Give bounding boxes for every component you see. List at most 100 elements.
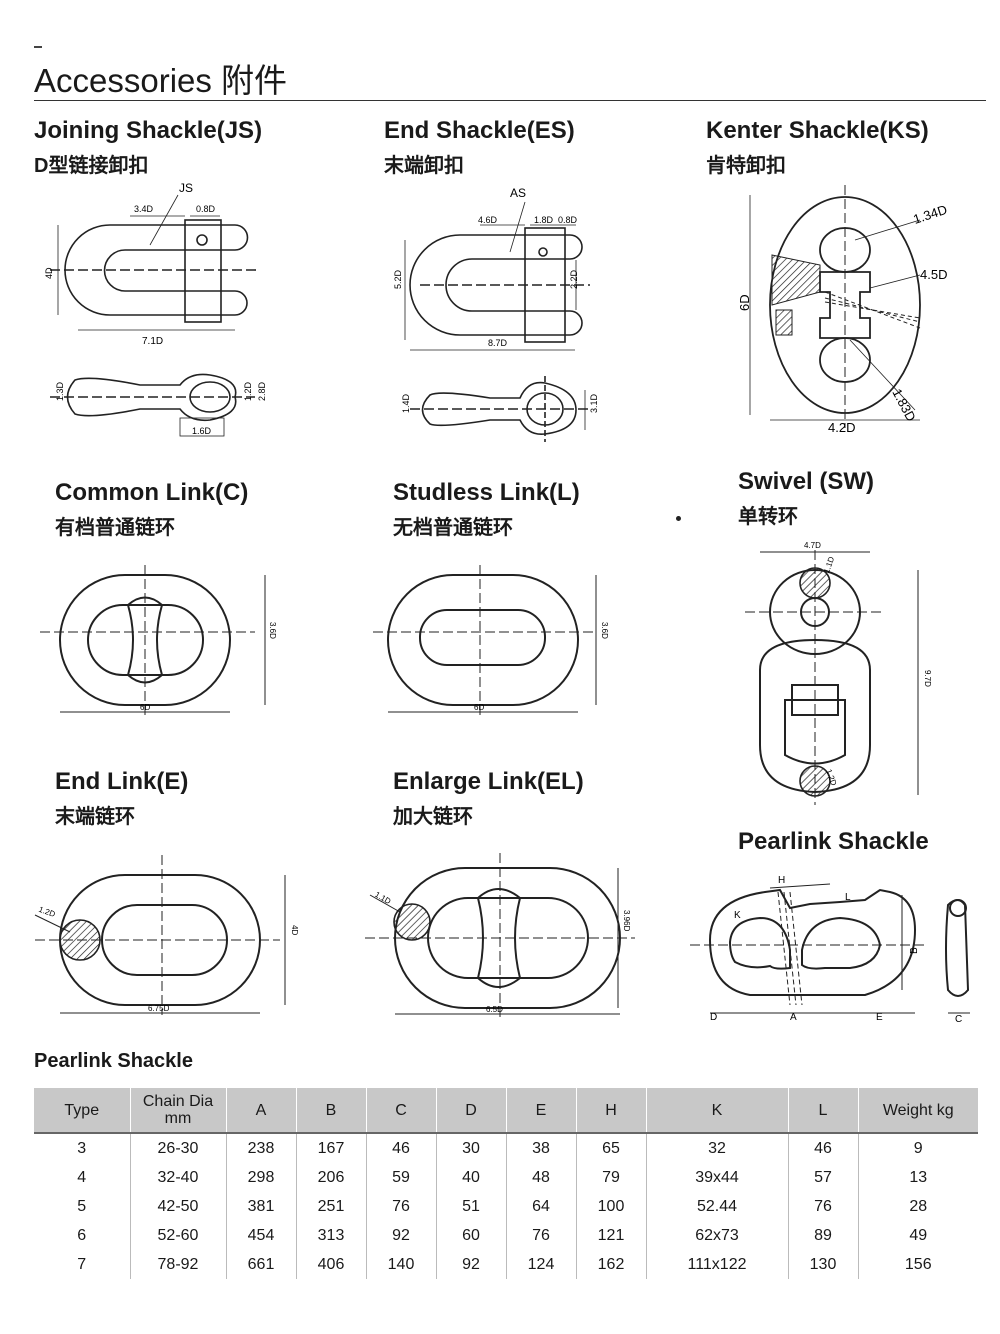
section-end-link: End Link(E) 末端链环 bbox=[55, 768, 188, 829]
dim-label: 0.8D bbox=[558, 215, 578, 225]
dim-label: 3.6D bbox=[600, 622, 609, 639]
dim-label: 2.2D bbox=[569, 269, 579, 289]
section-title-en: Swivel (SW) bbox=[738, 468, 875, 495]
dim-label: 6.5D bbox=[486, 1005, 503, 1014]
dim-label: 0.8D bbox=[196, 204, 216, 214]
dim-label: 7.1D bbox=[142, 336, 163, 347]
column-header: E bbox=[506, 1088, 577, 1134]
table-cell: 162 bbox=[576, 1250, 647, 1279]
table-cell: 6 bbox=[34, 1221, 131, 1250]
dim-label: 1.34D bbox=[911, 202, 949, 227]
table-cell: 76 bbox=[506, 1221, 577, 1250]
dim-label: 4.2D bbox=[828, 420, 855, 435]
table-cell: 111x122 bbox=[646, 1250, 789, 1279]
table-cell: 92 bbox=[436, 1250, 507, 1279]
section-title-cn: 末端链环 bbox=[55, 806, 135, 828]
section-studless-link: Studless Link(L) 无档普通链环 bbox=[393, 479, 580, 540]
column-header: Weight kg bbox=[858, 1088, 978, 1134]
table-cell: 57 bbox=[788, 1163, 859, 1192]
table-cell: 454 bbox=[226, 1221, 297, 1250]
page-title: Accessories 附件 bbox=[34, 62, 288, 99]
column-header: H bbox=[576, 1088, 647, 1134]
enlarge-link-drawing: 1.1D 3.96D 6.5D bbox=[365, 853, 635, 1018]
dim-label: 4.5D bbox=[920, 267, 947, 282]
column-header: D bbox=[436, 1088, 507, 1134]
table-cell: 59 bbox=[366, 1163, 437, 1192]
dim-label: 9.7D bbox=[923, 670, 932, 687]
table-cell: 32-40 bbox=[130, 1163, 227, 1192]
table-cell: 26-30 bbox=[130, 1133, 227, 1163]
column-header: K bbox=[646, 1088, 789, 1134]
section-title-en: Studless Link(L) bbox=[393, 479, 580, 506]
pearlink-shackle-drawing: H K L B D A E C bbox=[690, 875, 970, 1025]
column-header: B bbox=[296, 1088, 367, 1134]
table-cell: 46 bbox=[366, 1133, 437, 1163]
section-kenter-shackle: Kenter Shackle(KS) 肯特卸扣 bbox=[706, 117, 929, 178]
section-swivel: Swivel (SW) 单转环 bbox=[738, 468, 874, 529]
pearlink-spec-table: Type Chain Dia mm A B C D E H K L Weight… bbox=[34, 1088, 978, 1279]
section-title-cn: 末端卸扣 bbox=[384, 155, 464, 177]
table-cell: 49 bbox=[909, 1226, 928, 1244]
section-pearlink-shackle: Pearlink Shackle bbox=[738, 828, 929, 856]
dim-label: 6D bbox=[140, 703, 150, 712]
dim-label: 4D bbox=[44, 267, 54, 279]
table-header-row: Type Chain Dia mm A B C D E H K L Weight… bbox=[34, 1088, 978, 1134]
dim-label: 1.6D bbox=[192, 426, 212, 436]
table-cell: 3 bbox=[34, 1133, 131, 1163]
dim-label: 1.3D bbox=[55, 381, 65, 401]
dim-label: 3.6D bbox=[268, 622, 277, 639]
dim-label: 6D bbox=[474, 703, 484, 712]
section-title-en: Kenter Shackle(KS) bbox=[706, 117, 929, 144]
table-cell: 48 bbox=[506, 1163, 577, 1192]
dim-label: H bbox=[778, 875, 785, 886]
column-header: Type bbox=[34, 1088, 131, 1134]
kenter-shackle-drawing: 1.34D 4.5D 6D 1.83D 4.2D bbox=[737, 185, 949, 435]
section-title-en: Pearlink Shackle bbox=[738, 828, 929, 855]
common-link-drawing: 3.6D 6D bbox=[40, 565, 277, 715]
dim-label: 4D bbox=[290, 925, 299, 935]
dim-label: 3.96D bbox=[622, 910, 631, 932]
dim-label: 1.2D bbox=[37, 905, 56, 919]
table-cell: 313 bbox=[296, 1221, 367, 1250]
dim-label: B bbox=[909, 947, 920, 954]
corner-tick bbox=[34, 46, 42, 48]
section-title-cn: 无档普通链环 bbox=[393, 517, 513, 539]
swivel-drawing: 4.7D 1.1D 1.2D 9.7D bbox=[745, 541, 932, 805]
dim-label: 1.83D bbox=[889, 386, 919, 424]
section-title-en: Joining Shackle(JS) bbox=[34, 117, 263, 144]
dim-label: K bbox=[734, 910, 741, 921]
dim-label: 1.4D bbox=[401, 393, 411, 413]
table-cell: 78-92 bbox=[130, 1250, 227, 1279]
section-title-en: End Link(E) bbox=[55, 768, 189, 795]
dim-label: AS bbox=[510, 186, 526, 200]
table-cell: 92 bbox=[366, 1221, 437, 1250]
dim-label: 1.1D bbox=[373, 890, 392, 906]
stray-dot bbox=[676, 516, 681, 521]
table-title: Pearlink Shackle bbox=[34, 1050, 193, 1072]
table-cell: 5 bbox=[34, 1192, 131, 1221]
table-cell: 52-60 bbox=[130, 1221, 227, 1250]
table-cell: 206 bbox=[296, 1163, 367, 1192]
table-cell: 79 bbox=[576, 1163, 647, 1192]
table-cell: 130 bbox=[788, 1250, 859, 1279]
dim-label: 2.8D bbox=[257, 381, 267, 401]
section-common-link: Common Link(C) 有档普通链环 bbox=[55, 479, 248, 540]
end-shackle-drawing: AS 4.6D 1.8D 0.8D 5.2D 2.2D 8.7D 1.4D 3.… bbox=[393, 186, 599, 442]
table-cell: 46 bbox=[788, 1133, 859, 1163]
table-cell: 156 bbox=[904, 1255, 932, 1273]
column-header: C bbox=[366, 1088, 437, 1134]
dim-label: A bbox=[790, 1012, 797, 1023]
table-cell: 64 bbox=[506, 1192, 577, 1221]
dim-label: 1.8D bbox=[534, 215, 554, 225]
end-link-drawing: 1.2D 4D 6.75D bbox=[34, 855, 299, 1015]
dim-label: JS bbox=[179, 181, 193, 195]
column-header: L bbox=[788, 1088, 859, 1134]
table-cell: 40 bbox=[436, 1163, 507, 1192]
table-cell: 167 bbox=[296, 1133, 367, 1163]
dim-label: C bbox=[955, 1014, 962, 1025]
dim-label: 4.7D bbox=[804, 541, 821, 550]
